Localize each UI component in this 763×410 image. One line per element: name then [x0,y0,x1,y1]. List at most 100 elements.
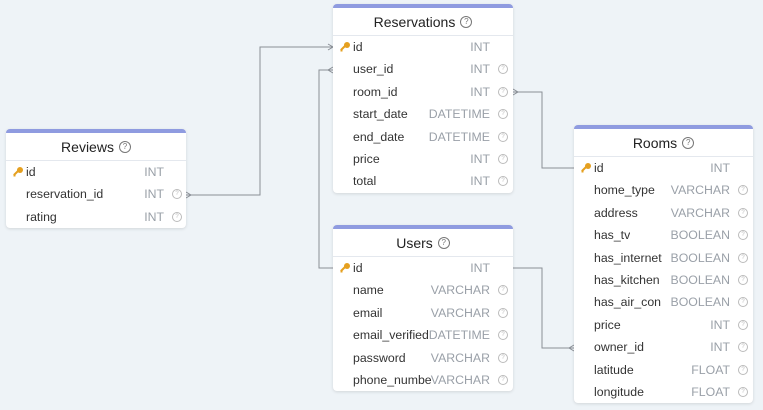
wire-users-rooms [513,267,574,349]
column-name: has_tv [594,228,631,243]
column-info-icon[interactable]: ? [738,319,748,330]
column-row[interactable]: id INT [574,157,753,179]
column-name: home_type [594,183,655,198]
column-name: email [353,305,383,320]
table-title: Rooms [632,134,678,151]
column-row[interactable]: rating INT? [6,206,186,228]
column-name: password [353,350,406,365]
column-type: INT [144,209,164,224]
column-info-icon[interactable]: ? [498,176,508,187]
column-info-icon[interactable]: ? [498,285,508,296]
column-info-icon[interactable]: ? [738,207,748,218]
column-info-icon[interactable]: ? [498,64,508,75]
column-type: INT [470,261,490,275]
table-header[interactable]: Rooms ? [574,129,753,157]
column-info-icon[interactable]: ? [738,230,748,241]
column-name: id [594,161,604,175]
column-info-icon[interactable]: ? [498,374,508,385]
column-name: latitude [594,362,634,377]
column-info-icon[interactable]: ? [498,153,508,164]
wire-end-reservations-user [327,66,334,74]
column-info-icon[interactable]: ? [738,364,748,375]
table-header[interactable]: Users ? [333,229,513,257]
column-row[interactable]: has_tv BOOLEAN? [574,224,753,246]
table-header[interactable]: Reviews ? [6,133,186,161]
column-info-icon[interactable]: ? [498,131,508,142]
column-type: INT [710,340,730,355]
column-name: has_air_con [594,295,661,310]
column-info-icon[interactable]: ? [498,330,508,341]
column-info-icon[interactable]: ? [738,386,748,397]
column-row[interactable]: id INT [6,161,186,183]
column-info-icon[interactable]: ? [498,109,508,120]
column-name: id [353,40,363,54]
column-row[interactable]: user_id INT? [333,58,513,80]
primary-key-icon [13,167,23,177]
column-row[interactable]: email VARCHAR? [333,302,513,324]
column-row[interactable]: longitude FLOAT? [574,381,753,403]
column-type: INT [470,174,490,189]
column-name: rating [26,209,57,224]
column-row[interactable]: price INT? [574,314,753,336]
column-type: INT [144,165,164,179]
column-name: longitude [594,384,644,399]
column-name: phone_numbe [353,372,432,387]
column-type: INT [470,62,490,77]
column-type: INT [470,40,490,54]
column-name: id [26,165,36,179]
wire-reservations-rooms [513,91,574,169]
column-type: INT [710,317,730,332]
info-icon[interactable]: ? [118,140,131,153]
wire-end-reviews [185,191,192,199]
column-info-icon[interactable]: ? [498,352,508,363]
column-type: INT [470,84,490,99]
column-type: DATETIME [428,107,490,122]
column-info-icon[interactable]: ? [172,211,182,222]
column-type: BOOLEAN [670,228,730,243]
column-name: end_date [353,129,405,144]
column-info-icon[interactable]: ? [738,342,748,353]
column-info-icon[interactable]: ? [738,297,748,308]
table-header[interactable]: Reservations ? [333,8,513,36]
column-name: name [353,283,384,298]
info-icon[interactable]: ? [460,15,473,28]
column-info-icon[interactable]: ? [172,189,182,200]
info-icon[interactable]: ? [682,136,695,149]
column-info-icon[interactable]: ? [498,307,508,318]
column-row[interactable]: id INT [333,36,513,58]
column-info-icon[interactable]: ? [738,252,748,263]
column-name: price [594,317,621,332]
column-type: INT [710,161,730,175]
column-name: user_id [353,62,394,77]
table-title: Reviews [61,138,114,155]
column-type: VARCHAR [430,305,490,320]
column-type: FLOAT [691,384,730,399]
column-info-icon[interactable]: ? [738,274,748,285]
column-info-icon[interactable]: ? [738,185,748,196]
wire-end-rooms-owner [568,344,575,352]
column-info-icon[interactable]: ? [498,86,508,97]
info-icon[interactable]: ? [437,236,450,249]
